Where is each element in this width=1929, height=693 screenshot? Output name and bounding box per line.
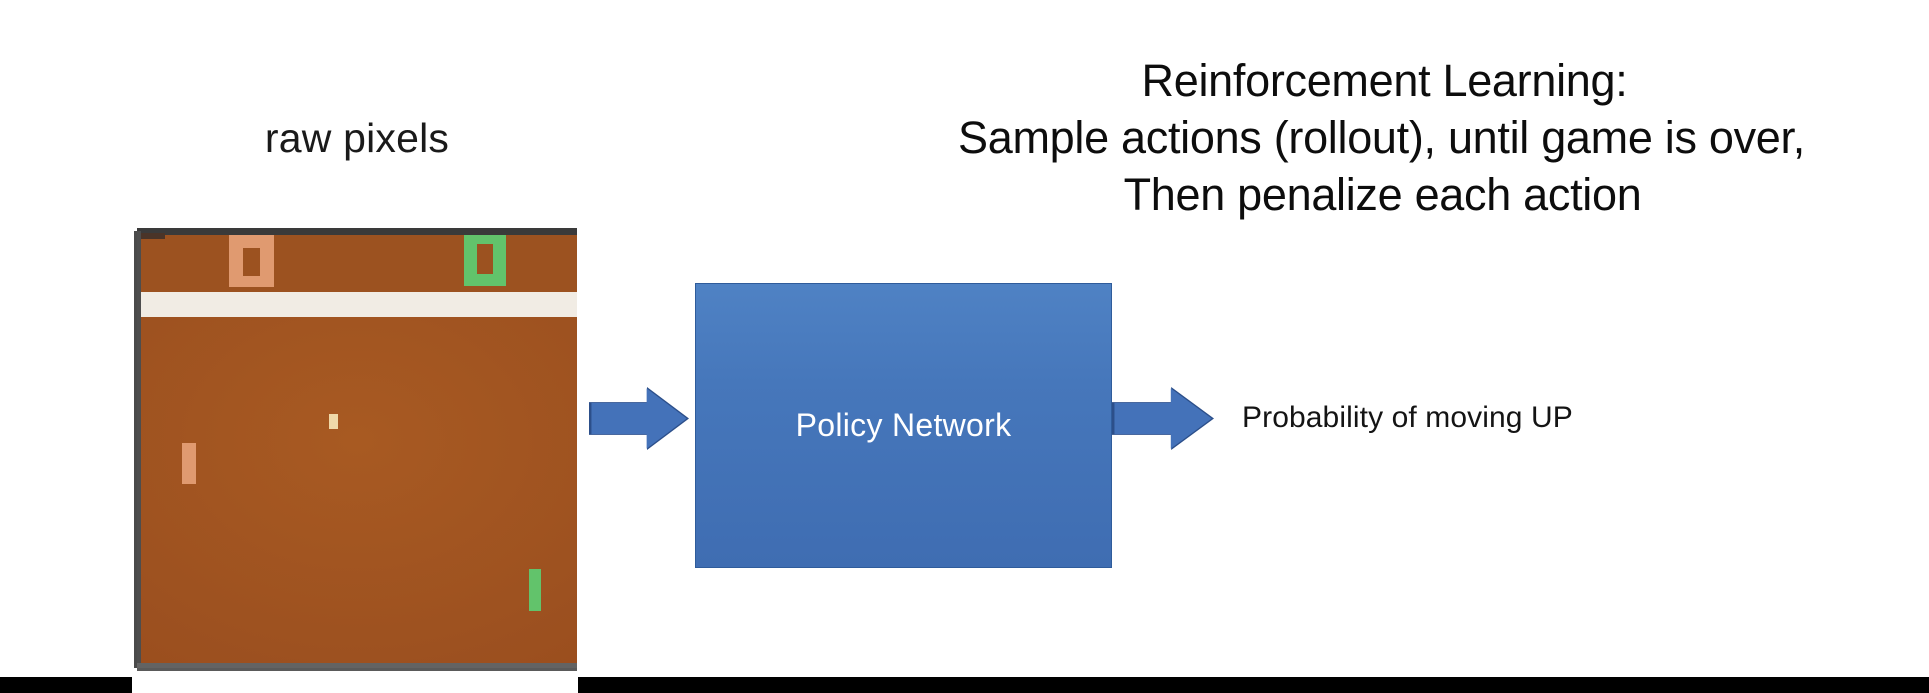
pong-top-notch xyxy=(137,233,165,239)
pong-left-rail xyxy=(137,231,141,668)
pong-score-band xyxy=(137,231,577,292)
bottom-bar-left xyxy=(0,677,132,693)
policy-network-box[interactable]: Policy Network xyxy=(695,283,1112,568)
pong-score-left-inner xyxy=(243,248,260,276)
pong-divider-line xyxy=(137,292,577,317)
pong-score-right-inner xyxy=(477,244,493,274)
pong-score-right xyxy=(464,232,506,286)
pong-bottom-edge xyxy=(137,663,577,668)
output-right-arrow-icon xyxy=(1114,388,1212,449)
pong-paddle-left xyxy=(182,443,196,484)
raw-pixels-label: raw pixels xyxy=(264,115,450,161)
policy-network-label: Policy Network xyxy=(795,406,1012,443)
pong-score-left xyxy=(229,235,274,287)
heading-line-1: Reinforcement Learning: xyxy=(1141,55,1628,106)
heading-line-2: Sample actions (rollout), until game is … xyxy=(958,112,1805,164)
pong-ball xyxy=(329,414,338,429)
pong-paddle-right xyxy=(529,569,541,611)
bottom-bar-right xyxy=(578,677,1929,693)
output-label: Probability of moving UP xyxy=(1242,401,1573,434)
heading-line-3: Then penalize each action xyxy=(1123,169,1642,221)
heading-block: Reinforcement Learning: Sample actions (… xyxy=(840,52,1929,223)
input-right-arrow-icon xyxy=(591,388,687,449)
pong-top-edge xyxy=(137,231,577,235)
pong-game-frame xyxy=(137,231,577,668)
